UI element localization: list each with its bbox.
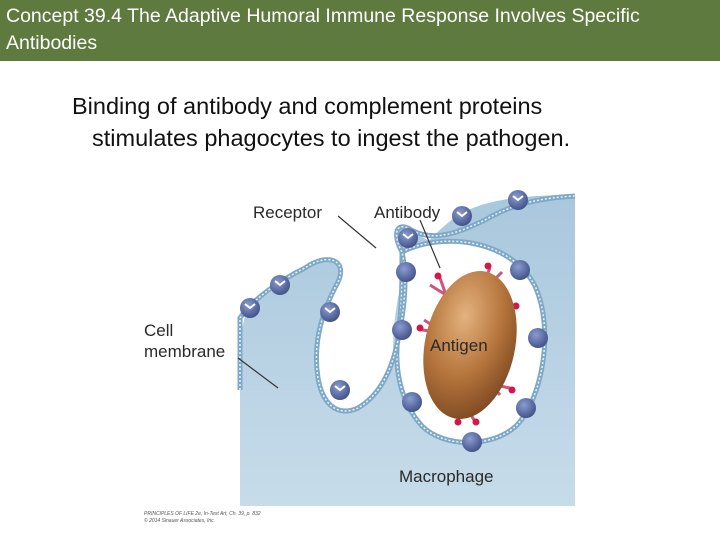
- receptor-icon: [516, 398, 536, 418]
- label-membrane: membrane: [144, 342, 225, 361]
- body-line-1: Binding of antibody and complement prote…: [72, 93, 543, 119]
- phagocytosis-figure: Receptor Antibody Cell membrane Antigen …: [140, 190, 580, 530]
- receptor-icon: [392, 320, 412, 340]
- label-leader-lines: [237, 215, 441, 389]
- receptor-icon: [452, 206, 472, 226]
- receptor-icon: [510, 260, 530, 280]
- body-line-2: stimulates phagocytes to ingest the path…: [92, 125, 571, 151]
- receptor-icon: [330, 380, 350, 400]
- slide-title: Concept 39.4 The Adaptive Humoral Immune…: [6, 5, 640, 54]
- slide-body-text: Binding of antibody and complement prote…: [72, 90, 712, 154]
- label-antigen: Antigen: [430, 336, 488, 355]
- receptor-icon: [528, 328, 548, 348]
- antigen-pathogen: [423, 271, 517, 419]
- receptor-icon: [396, 262, 416, 282]
- receptor-icon: [398, 228, 418, 248]
- receptor-icon: [240, 298, 260, 318]
- receptor-icon: [270, 275, 290, 295]
- receptor-icon: [508, 190, 528, 210]
- receptor-icon: [402, 392, 422, 412]
- label-antibody: Antibody: [374, 203, 441, 222]
- label-macrophage: Macrophage: [399, 467, 494, 486]
- receptor-icon: [462, 432, 482, 452]
- label-receptor: Receptor: [253, 203, 322, 222]
- figure-credit-line-2: © 2014 Sinauer Associates, Inc.: [144, 517, 215, 524]
- receptor-icon: [320, 302, 340, 322]
- phagocytosis-diagram: Receptor Antibody Cell membrane Antigen …: [144, 190, 576, 524]
- title-bar: Concept 39.4 The Adaptive Humoral Immune…: [0, 0, 720, 61]
- label-cell: Cell: [144, 321, 173, 340]
- figure-credit-line-1: PRINCIPLES OF LIFE 2e, In-Text Art, Ch. …: [144, 511, 261, 517]
